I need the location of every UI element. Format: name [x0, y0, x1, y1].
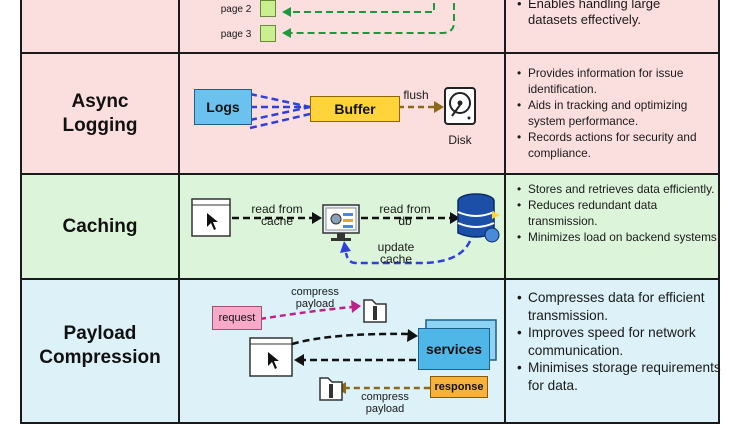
read-db-arrow-head	[450, 212, 460, 224]
buffer-box: Buffer	[310, 96, 400, 122]
read-from-cache-line-1: read from	[251, 202, 303, 216]
page3-square	[260, 25, 276, 42]
pagination-diagram-cell: page 2 page 3	[180, 0, 506, 52]
payload-compression-title: Payload Compression	[39, 322, 160, 370]
pagination-benefit-line-1: Enables handling large	[528, 0, 661, 11]
database-icon	[457, 193, 500, 243]
page2-square	[260, 0, 276, 17]
request-box: request	[212, 306, 262, 330]
request-to-services-arrow-head	[407, 329, 418, 342]
caching-title-cell: Caching	[22, 175, 180, 278]
compress-payload-top-line-1: compress	[291, 286, 339, 298]
logs-box: Logs	[194, 89, 252, 125]
update-cache-label: update cache	[366, 241, 426, 265]
async-logging-title-line-1: Async	[71, 90, 129, 112]
read-from-cache-line-2: cache	[260, 214, 294, 228]
pagination-diagram	[282, 0, 455, 38]
read-from-db-line-1: read from	[379, 202, 431, 216]
zip-folder-icon-top	[363, 299, 387, 323]
row-caching: Caching	[20, 173, 720, 280]
response-arrow-page2	[288, 0, 435, 13]
services-box: services	[418, 328, 490, 370]
cache-server-icon	[322, 204, 360, 241]
async-logging-diagram	[249, 87, 476, 130]
payload-compression-benefit: Improves speed for network communication…	[514, 324, 724, 359]
update-cache-line-1: update	[377, 240, 415, 254]
payload-compression-diagram-cell: request compress payload services respon…	[180, 280, 506, 422]
caching-title: Caching	[62, 215, 138, 237]
row-async-logging: Async Logging Logs Buffer flush Disk Pr	[20, 52, 720, 175]
async-logging-title-cell: Async Logging	[22, 54, 180, 173]
arrow-head-page3	[282, 28, 291, 38]
response-arrow-page3	[288, 0, 455, 34]
logs-buffer-line-1	[249, 92, 311, 109]
async-logging-title-line-2: Logging	[62, 114, 138, 136]
caching-diagram	[191, 193, 500, 265]
page2-label: page 2	[220, 4, 252, 15]
flush-arrow-head	[434, 101, 444, 113]
caching-benefit: Reduces redundant data transmission.	[514, 197, 724, 229]
async-logging-benefit: Records actions for security and complia…	[514, 129, 724, 161]
read-cache-arrow-head	[312, 212, 322, 224]
pagination-benefit: Enables handling large datasets effectiv…	[514, 0, 724, 28]
read-from-cache-label: read from cache	[242, 203, 312, 227]
compress-payload-top-label: compress payload	[280, 286, 350, 310]
logs-buffer-line-4	[249, 112, 311, 130]
compress-payload-bottom-label: compress payload	[350, 391, 420, 415]
compress-payload-bottom-line-1: compress	[361, 391, 409, 403]
caching-benefit: Minimizes load on backend systems.	[514, 229, 724, 245]
services-to-client-arrow-head	[294, 354, 304, 366]
disk-label: Disk	[448, 133, 472, 147]
async-logging-benefit: Aids in tracking and optimizing system p…	[514, 97, 724, 129]
caching-benefit: Stores and retrieves data efficiently.	[514, 181, 724, 197]
async-logging-title: Async Logging	[63, 90, 138, 138]
payload-compression-benefit: Minimises storage requirements for data.	[514, 359, 724, 394]
update-cache-arrow	[344, 240, 472, 265]
row-pagination: page 2 page 3 Enables handling large dat…	[20, 0, 720, 54]
read-from-db-label: read from db	[370, 203, 440, 227]
client-window-icon	[191, 198, 231, 237]
payload-compression-benefits-cell: Compresses data for efficient transmissi…	[506, 280, 721, 422]
payload-compression-title-line-2: Compression	[39, 347, 161, 368]
read-from-db-line-2: db	[398, 214, 412, 228]
pagination-title-cell	[22, 0, 180, 52]
zip-folder-icon-bottom	[319, 377, 343, 401]
disk-icon	[444, 87, 476, 125]
page3-label: page 3	[220, 29, 252, 40]
async-logging-benefits-cell: Provides information for issue identific…	[506, 54, 718, 173]
update-cache-line-2: cache	[379, 252, 413, 266]
payload-compression-title-line-1: Payload	[63, 323, 137, 344]
request-to-services-arrow	[291, 332, 409, 346]
pagination-benefit-line-2: datasets effectively.	[528, 12, 641, 27]
update-cache-arrow-head	[340, 241, 351, 253]
compress-payload-top-line-2: payload	[295, 298, 335, 310]
pagination-benefits-cell: Enables handling large datasets effectiv…	[506, 0, 718, 52]
caching-benefits-cell: Stores and retrieves data efficiently. R…	[506, 175, 720, 278]
arrow-head-page2	[282, 7, 291, 17]
row-payload-compression: Payload Compression	[20, 278, 721, 424]
compress-request-arrow-head	[351, 300, 361, 313]
caching-diagram-cell: read from cache read from db update cach…	[180, 175, 506, 278]
flush-label: flush	[403, 88, 429, 102]
compress-request-arrow	[259, 305, 353, 321]
async-logging-benefit: Provides information for issue identific…	[514, 65, 724, 97]
payload-compression-benefit: Compresses data for efficient transmissi…	[514, 289, 724, 324]
compress-payload-bottom-line-2: payload	[365, 403, 405, 415]
payload-compression-title-cell: Payload Compression	[22, 280, 180, 422]
async-logging-diagram-cell: Logs Buffer flush Disk	[180, 54, 506, 173]
client-window-icon	[249, 337, 293, 377]
logs-buffer-line-3	[249, 105, 311, 122]
response-box: response	[430, 376, 488, 398]
